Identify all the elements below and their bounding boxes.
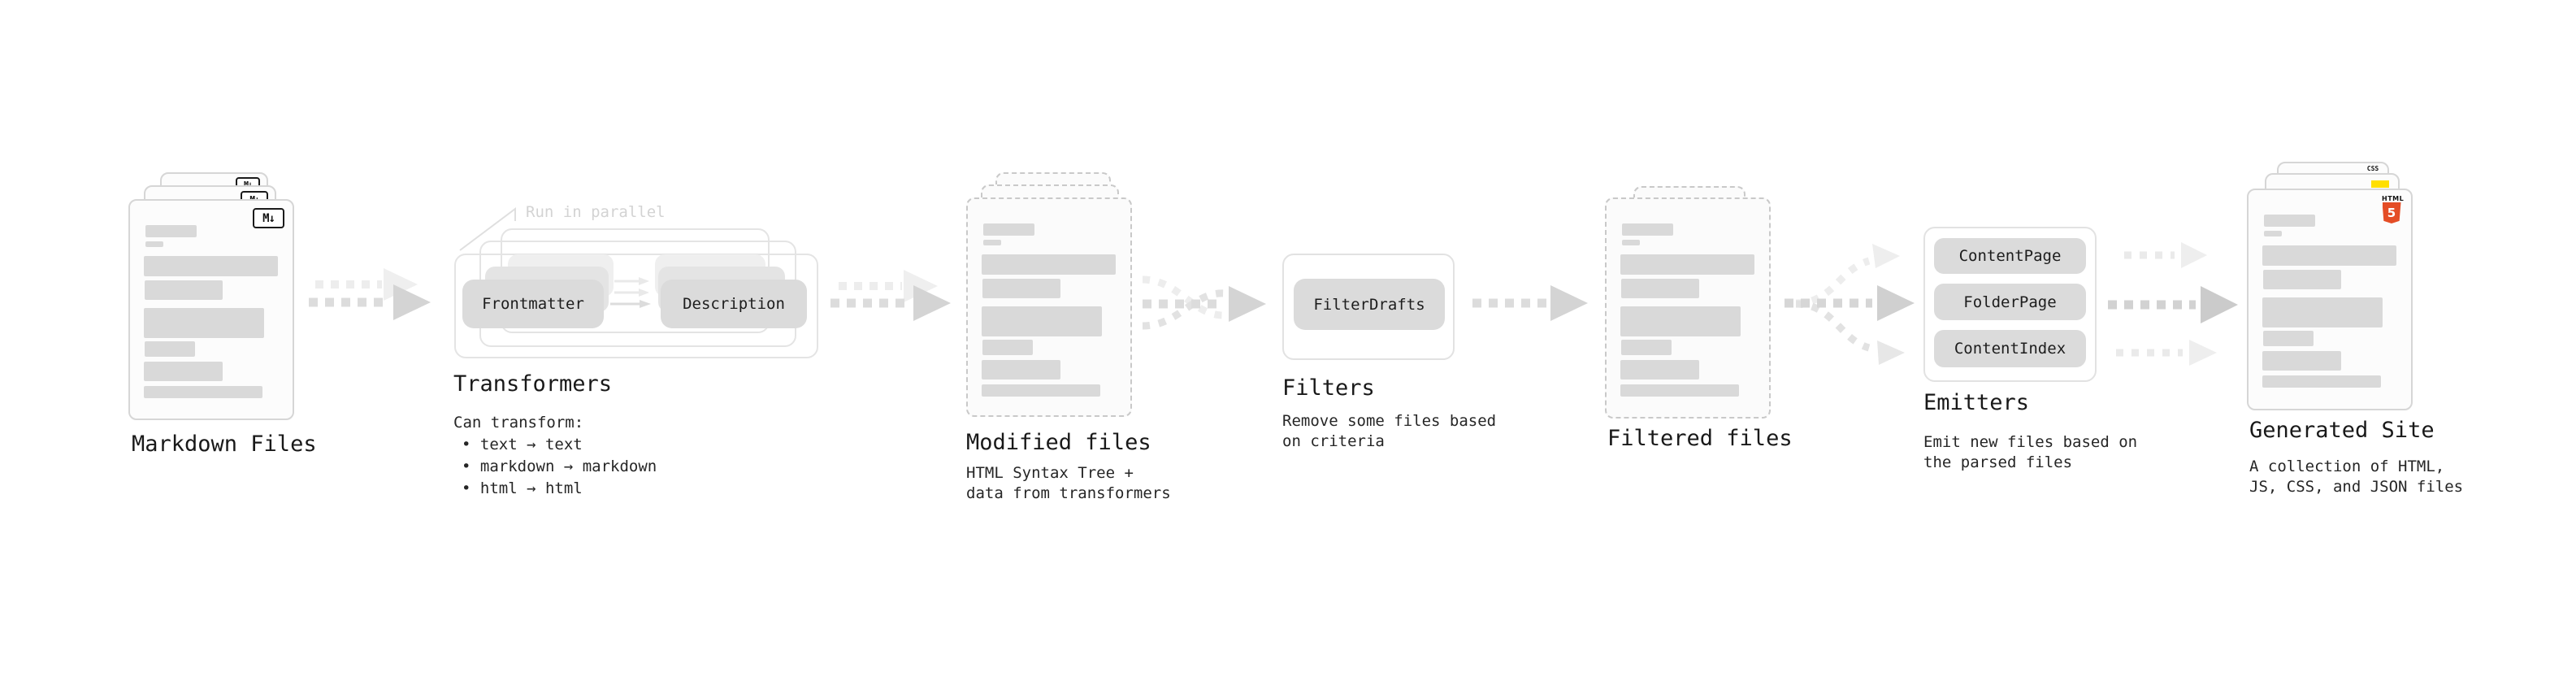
description-line: the parsed files	[1923, 453, 2073, 471]
stage-title-emitters: Emitters	[1923, 390, 2030, 415]
text-line-placeholder	[2263, 331, 2314, 346]
text-line-placeholder	[144, 362, 223, 381]
description-line: Remove some files based	[1282, 412, 1497, 430]
text-line-placeholder	[982, 279, 1060, 298]
text-line-placeholder	[145, 241, 163, 247]
description-line: A collection of HTML,	[2249, 458, 2445, 475]
description-line: HTML Syntax Tree +	[966, 464, 1134, 482]
text-line-placeholder	[982, 306, 1102, 336]
run-in-parallel-annotation: Run in parallel	[526, 203, 666, 221]
text-line-placeholder	[983, 223, 1034, 236]
text-line-placeholder	[1620, 306, 1741, 336]
bullet-item: • markdown → markdown	[462, 458, 657, 475]
text-line-placeholder	[2262, 351, 2341, 371]
contentindex-node[interactable]: ContentIndex	[1934, 330, 2086, 367]
css-icon-label: CSS	[2366, 165, 2379, 172]
stage-title-filters: Filters	[1282, 375, 1375, 401]
bullet-item: • text → text	[462, 436, 583, 453]
text-line-placeholder	[1620, 384, 1739, 397]
stage-label-modified-files: Modified files	[966, 430, 1151, 455]
arrows-emitters-to-site	[2108, 242, 2238, 366]
text-line-placeholder	[144, 256, 278, 276]
text-line-placeholder	[982, 360, 1060, 380]
contentpage-node[interactable]: ContentPage	[1934, 238, 2086, 274]
html5-icon-label: HTML	[2382, 195, 2405, 202]
stage-title-transformers: Transformers	[453, 371, 613, 397]
stage-label-generated-site: Generated Site	[2249, 418, 2435, 443]
description-line: data from transformers	[966, 484, 1171, 502]
arrow-filtered-to-emitters	[1785, 244, 1915, 365]
javascript-icon	[2371, 180, 2389, 188]
filtered-file-card	[1605, 197, 1771, 419]
text-line-placeholder	[982, 254, 1116, 275]
transformers-bullet-list: • text → text • markdown → markdown • ht…	[462, 434, 657, 500]
stage-label-markdown-files: Markdown Files	[132, 432, 317, 457]
text-line-placeholder	[2262, 245, 2396, 266]
transformer-layer-front	[454, 254, 818, 358]
text-line-placeholder	[982, 340, 1033, 355]
filterdrafts-node[interactable]: FilterDrafts	[1294, 279, 1445, 330]
text-line-placeholder	[982, 384, 1100, 397]
stage-label-filtered-files: Filtered files	[1607, 426, 1793, 451]
filters-description: Remove some files based on criteria	[1282, 411, 1496, 452]
text-line-placeholder	[2264, 215, 2315, 227]
html5-icon: HTML 5	[2382, 195, 2405, 223]
html5-digit: 5	[2387, 206, 2396, 220]
text-line-placeholder	[145, 280, 223, 300]
text-line-placeholder	[145, 341, 195, 357]
arrow-modified-to-filters	[1142, 275, 1266, 330]
text-line-placeholder	[2262, 297, 2383, 327]
arrow-transformers-to-modified	[830, 270, 951, 321]
description-line: Emit new files based on	[1923, 433, 2138, 451]
folderpage-node[interactable]: FolderPage	[1934, 284, 2086, 320]
text-line-placeholder	[1620, 254, 1754, 275]
text-line-placeholder	[1622, 240, 1640, 245]
description-line: on criteria	[1282, 432, 1385, 450]
text-line-placeholder	[1622, 223, 1673, 236]
emitters-description: Emit new files based on the parsed files	[1923, 432, 2137, 473]
bullet-item: • html → html	[462, 479, 583, 497]
generated-site-description: A collection of HTML, JS, CSS, and JSON …	[2249, 457, 2463, 497]
description-node[interactable]: Description	[661, 280, 807, 328]
text-line-placeholder	[1621, 340, 1672, 355]
arrow-markdown-to-transformers	[309, 268, 431, 320]
text-line-placeholder	[983, 240, 1001, 245]
text-line-placeholder	[144, 308, 264, 338]
text-line-placeholder	[2263, 270, 2341, 289]
text-line-placeholder	[144, 386, 262, 398]
html5-shield: 5	[2382, 202, 2401, 223]
modified-file-card	[966, 197, 1132, 417]
description-line: JS, CSS, and JSON files	[2249, 478, 2464, 496]
text-line-placeholder	[1620, 360, 1699, 380]
markdown-icon: M↓	[253, 208, 284, 228]
text-line-placeholder	[145, 225, 197, 237]
arrow-filters-to-filtered	[1472, 285, 1588, 321]
transformers-description-heading: Can transform:	[453, 414, 584, 432]
text-line-placeholder	[2262, 375, 2381, 388]
text-line-placeholder	[1621, 279, 1699, 298]
markdown-file-card: M↓	[128, 199, 294, 420]
text-line-placeholder	[2264, 231, 2282, 236]
generated-site-card: HTML 5	[2247, 189, 2413, 410]
frontmatter-node[interactable]: Frontmatter	[462, 280, 604, 328]
modified-files-description: HTML Syntax Tree + data from transformer…	[966, 463, 1171, 504]
